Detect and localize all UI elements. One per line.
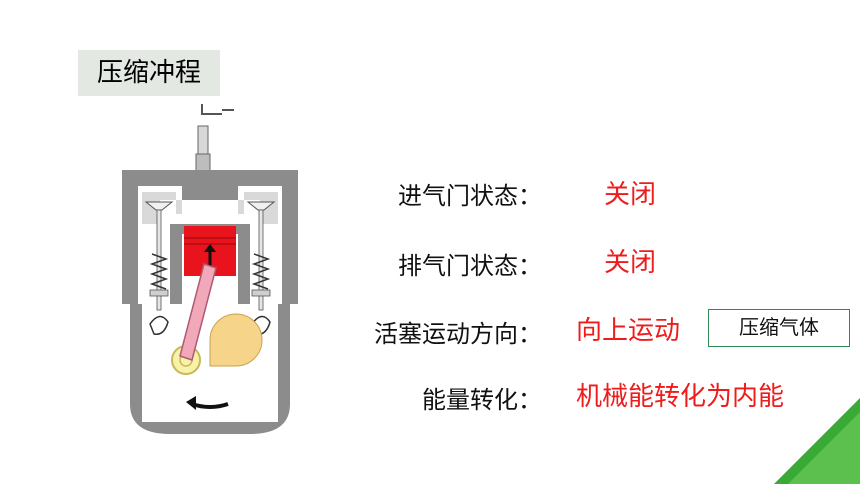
rotation-arrow-icon — [186, 396, 229, 410]
intake-valve — [144, 201, 174, 335]
corner-decoration — [774, 398, 860, 484]
energy-conversion-label: 能量转化： — [422, 386, 542, 414]
piston-direction-label: 活塞运动方向： — [374, 320, 542, 348]
intake-valve-label: 进气门状态： — [398, 182, 542, 210]
slide-title: 压缩冲程 — [78, 50, 220, 96]
energy-conversion-value: 机械能转化为内能 — [576, 382, 785, 412]
connecting-rod — [179, 263, 217, 361]
engine-diagram — [122, 104, 298, 434]
exhaust-valve-value: 关闭 — [604, 248, 657, 278]
intake-valve-value: 关闭 — [604, 180, 657, 210]
compress-gas-note: 压缩气体 — [708, 309, 850, 347]
spark-plug-icon — [195, 104, 234, 173]
exhaust-valve-label: 排气门状态： — [398, 252, 542, 280]
piston-direction-value: 向上运动 — [576, 316, 681, 346]
